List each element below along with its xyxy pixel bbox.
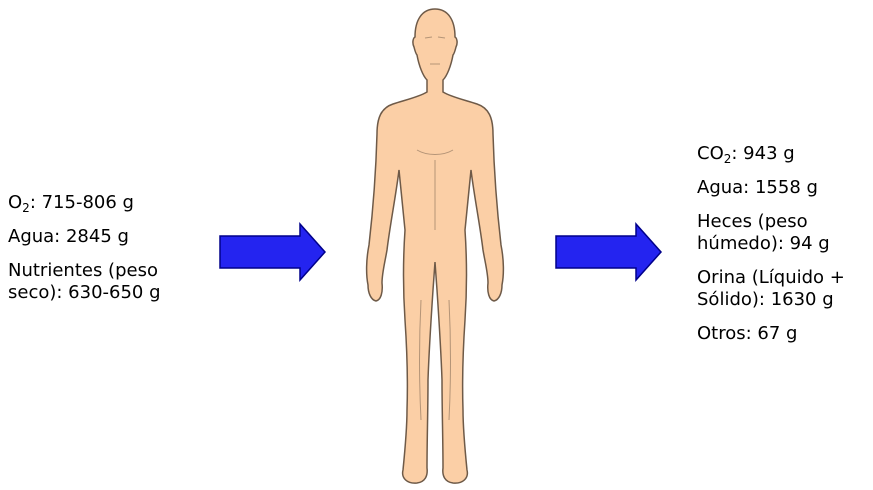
human-body-figure xyxy=(335,0,535,490)
output-right-arrow-icon xyxy=(554,222,664,282)
water-output: Agua: 1558 g xyxy=(697,177,873,199)
urine-output: Orina (Líquido + Sólido): 1630 g xyxy=(697,267,873,311)
oxygen-formula: O2 xyxy=(8,192,30,213)
nutrients-input: Nutrientes (peso seco): 630-650 g xyxy=(8,260,208,304)
feces-output: Heces (peso húmedo): 94 g xyxy=(697,211,873,255)
co2-output: CO2: 943 g xyxy=(697,143,873,165)
body-silhouette xyxy=(367,9,504,483)
output-arrow-shape xyxy=(556,224,661,280)
water-input: Agua: 2845 g xyxy=(8,226,208,248)
inputs-panel: O2: 715-806 g Agua: 2845 g Nutrientes (p… xyxy=(8,192,208,316)
others-output: Otros: 67 g xyxy=(697,323,873,345)
human-body-icon xyxy=(367,9,504,483)
input-right-arrow-icon xyxy=(218,222,328,282)
input-arrow-shape xyxy=(220,224,325,280)
co2-formula: CO2 xyxy=(697,143,731,164)
outputs-panel: CO2: 943 g Agua: 1558 g Heces (peso húme… xyxy=(697,143,873,357)
oxygen-input: O2: 715-806 g xyxy=(8,192,208,214)
